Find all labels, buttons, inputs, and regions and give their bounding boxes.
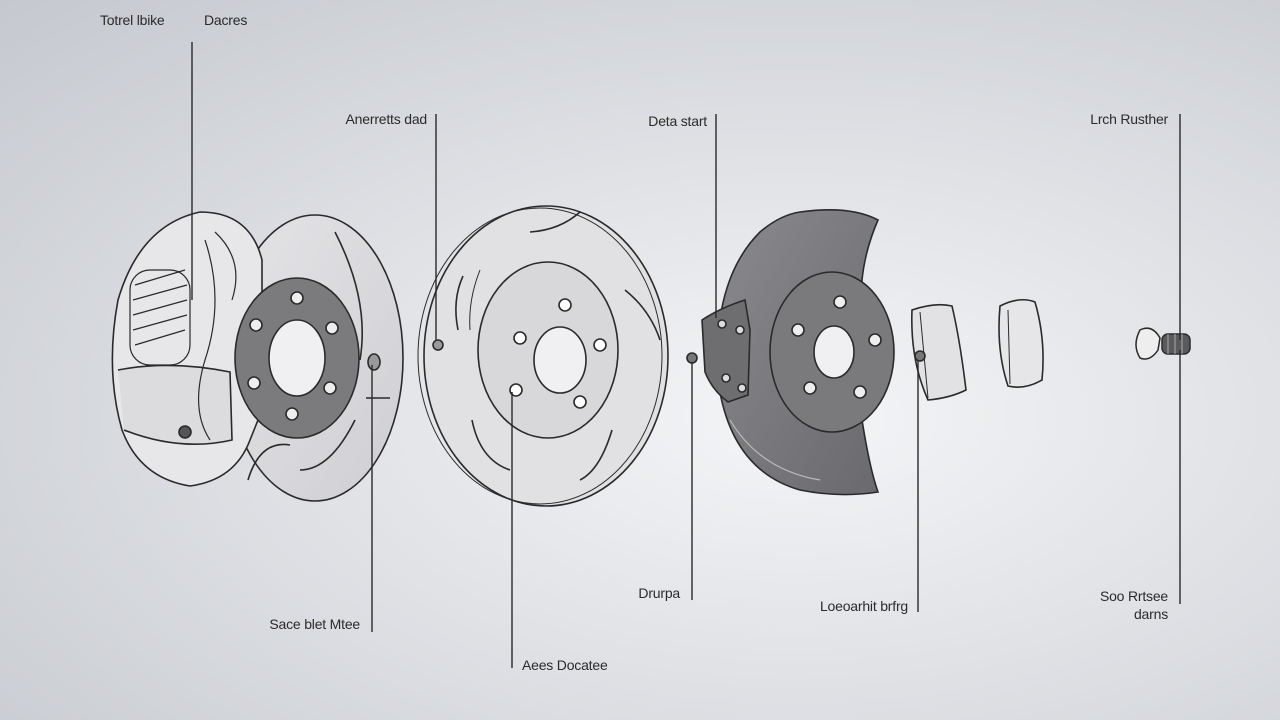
label-bottom-5-line1: Soo Rrtsee xyxy=(1099,588,1168,604)
wear-sensor-bolt xyxy=(1135,327,1191,360)
label-bottom-3: Drurpa xyxy=(638,585,680,601)
dust-shield-hub xyxy=(686,208,895,496)
label-bottom-4: Loeoarhit brfrg xyxy=(819,598,908,614)
label-bottom-5-line2: darns xyxy=(1133,606,1168,622)
label-top-3: Deta start xyxy=(648,113,707,129)
label-bottom-2: Aees Docatee xyxy=(522,657,608,673)
caliper-disc-assembly xyxy=(111,211,404,502)
label-top-4: Lrch Rusther xyxy=(1090,111,1168,127)
brake-pads xyxy=(911,298,1044,401)
label-top-2: Anerretts dad xyxy=(345,111,428,127)
label-bottom-1: Sace blet Mtee xyxy=(269,616,360,632)
label-top-left-1: Totrel lbike xyxy=(100,12,165,28)
slotted-brake-disc xyxy=(417,205,669,507)
label-top-left-2: Dacres xyxy=(204,12,248,28)
outer-brake-pad xyxy=(998,298,1044,388)
leader-lines xyxy=(191,42,1181,668)
